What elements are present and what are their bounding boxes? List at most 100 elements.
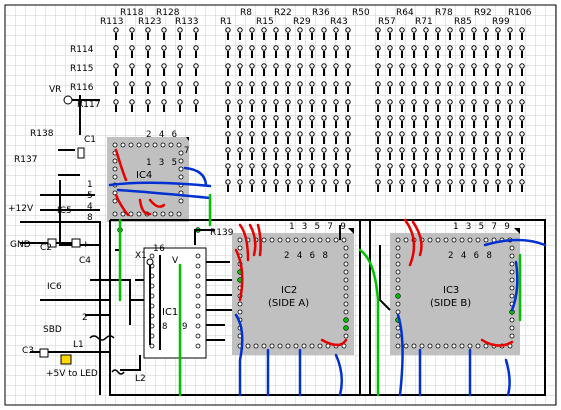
label-r85: R85: [454, 17, 472, 27]
ic3-name: IC3: [443, 285, 460, 296]
pin-dot: [343, 245, 349, 251]
label-r99: R99: [492, 17, 510, 27]
resistor-pad: [411, 81, 417, 87]
resistor-pad: [285, 63, 291, 69]
resistor-pad: [321, 115, 327, 121]
resistor-pad: [519, 147, 525, 153]
label-r138: R138: [30, 129, 54, 139]
resistor-pad: [225, 131, 231, 137]
resistor-pad: [447, 45, 453, 51]
resistor-pad: [273, 27, 279, 33]
resistor-pad: [273, 131, 279, 137]
pin-dot: [509, 261, 515, 267]
resistor-pad: [423, 81, 429, 87]
inductor-l1-coil: [89, 335, 115, 341]
pin-dot: [285, 343, 291, 349]
resistor-pad: [225, 27, 231, 33]
resistor-pad: [411, 179, 417, 185]
resistor-pad: [237, 115, 243, 121]
resistor-pad: [309, 163, 315, 169]
pin-mark-8: 8: [87, 213, 93, 223]
resistor-pad: [161, 99, 167, 105]
resistor-pad: [399, 99, 405, 105]
pin-dot: [285, 237, 291, 243]
red-jumper-wire: [480, 338, 514, 347]
ic2-pin1-marker: [348, 228, 354, 234]
green-jumper-wire: [358, 248, 380, 397]
resistor-pad: [177, 99, 183, 105]
label-r29: R29: [293, 17, 311, 27]
pin-dot: [343, 285, 349, 291]
pin-mark-1: 1: [87, 180, 93, 190]
pin-dot: [195, 333, 201, 339]
resistor-pad: [423, 27, 429, 33]
resistor-pad: [345, 179, 351, 185]
resistor-pad: [285, 27, 291, 33]
pin-dot-highlight: [395, 293, 401, 299]
pin-dot: [195, 323, 201, 329]
pin-dot: [178, 198, 184, 204]
resistor-pad: [459, 115, 465, 121]
resistor-pad: [285, 131, 291, 137]
resistor-pad: [161, 81, 167, 87]
resistor-pad: [519, 81, 525, 87]
pin-dot: [509, 269, 515, 275]
resistor-pad: [193, 63, 199, 69]
resistor-pad: [387, 27, 393, 33]
pin-dot: [395, 261, 401, 267]
resistor-pad: [177, 81, 183, 87]
resistor-pad: [249, 27, 255, 33]
pin-dot: [403, 237, 409, 243]
resistor-pad: [249, 99, 255, 105]
resistor-pad: [285, 45, 291, 51]
resistor-pad: [261, 99, 267, 105]
red-jumper-wire: [411, 220, 423, 257]
pin-dot: [341, 237, 347, 243]
resistor-pad: [309, 115, 315, 121]
resistor-pad: [435, 131, 441, 137]
resistor-pad: [495, 63, 501, 69]
resistor-pad: [459, 179, 465, 185]
pin-dot: [395, 269, 401, 275]
resistor-pad: [483, 81, 489, 87]
resistor-pad: [309, 99, 315, 105]
resistor-pad: [411, 115, 417, 121]
resistor-pad: [459, 63, 465, 69]
pin-dot: [269, 343, 275, 349]
resistor-pad: [447, 81, 453, 87]
pin-dot: [160, 211, 166, 217]
resistor-pad: [145, 63, 151, 69]
resistor-pad: [321, 99, 327, 105]
resistor-pad: [113, 45, 119, 51]
pin-dot: [395, 253, 401, 259]
pin-mark-4: 4: [87, 202, 93, 212]
pin-dot: [160, 142, 166, 148]
pin-dot: [149, 253, 155, 259]
resistor-pad: [345, 27, 351, 33]
resistor-pad: [237, 63, 243, 69]
ic2-pins-top: 1 3 5 7 9: [289, 222, 347, 232]
resistor-pad: [345, 63, 351, 69]
ic3-pins-bottom: 2 4 6 8: [448, 251, 493, 261]
resistor-pad: [193, 99, 199, 105]
pin-dot: [451, 343, 457, 349]
resistor-pad: [237, 27, 243, 33]
resistor-pad: [471, 179, 477, 185]
ic1-pin16: 16: [153, 244, 166, 254]
pin-dot: [395, 343, 401, 349]
resistor-pad: [261, 179, 267, 185]
resistor-pad: [273, 45, 279, 51]
pin-dot: [325, 237, 331, 243]
resistor-pad: [423, 115, 429, 121]
red-jumper-wire: [234, 248, 244, 302]
resistor-pad: [321, 63, 327, 69]
resistor-pad: [177, 27, 183, 33]
resistor-pad: [249, 115, 255, 121]
resistor-pad: [261, 115, 267, 121]
pin-dot: [136, 142, 142, 148]
resistor-pad: [435, 99, 441, 105]
resistor-pad: [423, 147, 429, 153]
resistor-pad: [333, 99, 339, 105]
resistor-pad: [483, 27, 489, 33]
resistor-pad: [387, 81, 393, 87]
